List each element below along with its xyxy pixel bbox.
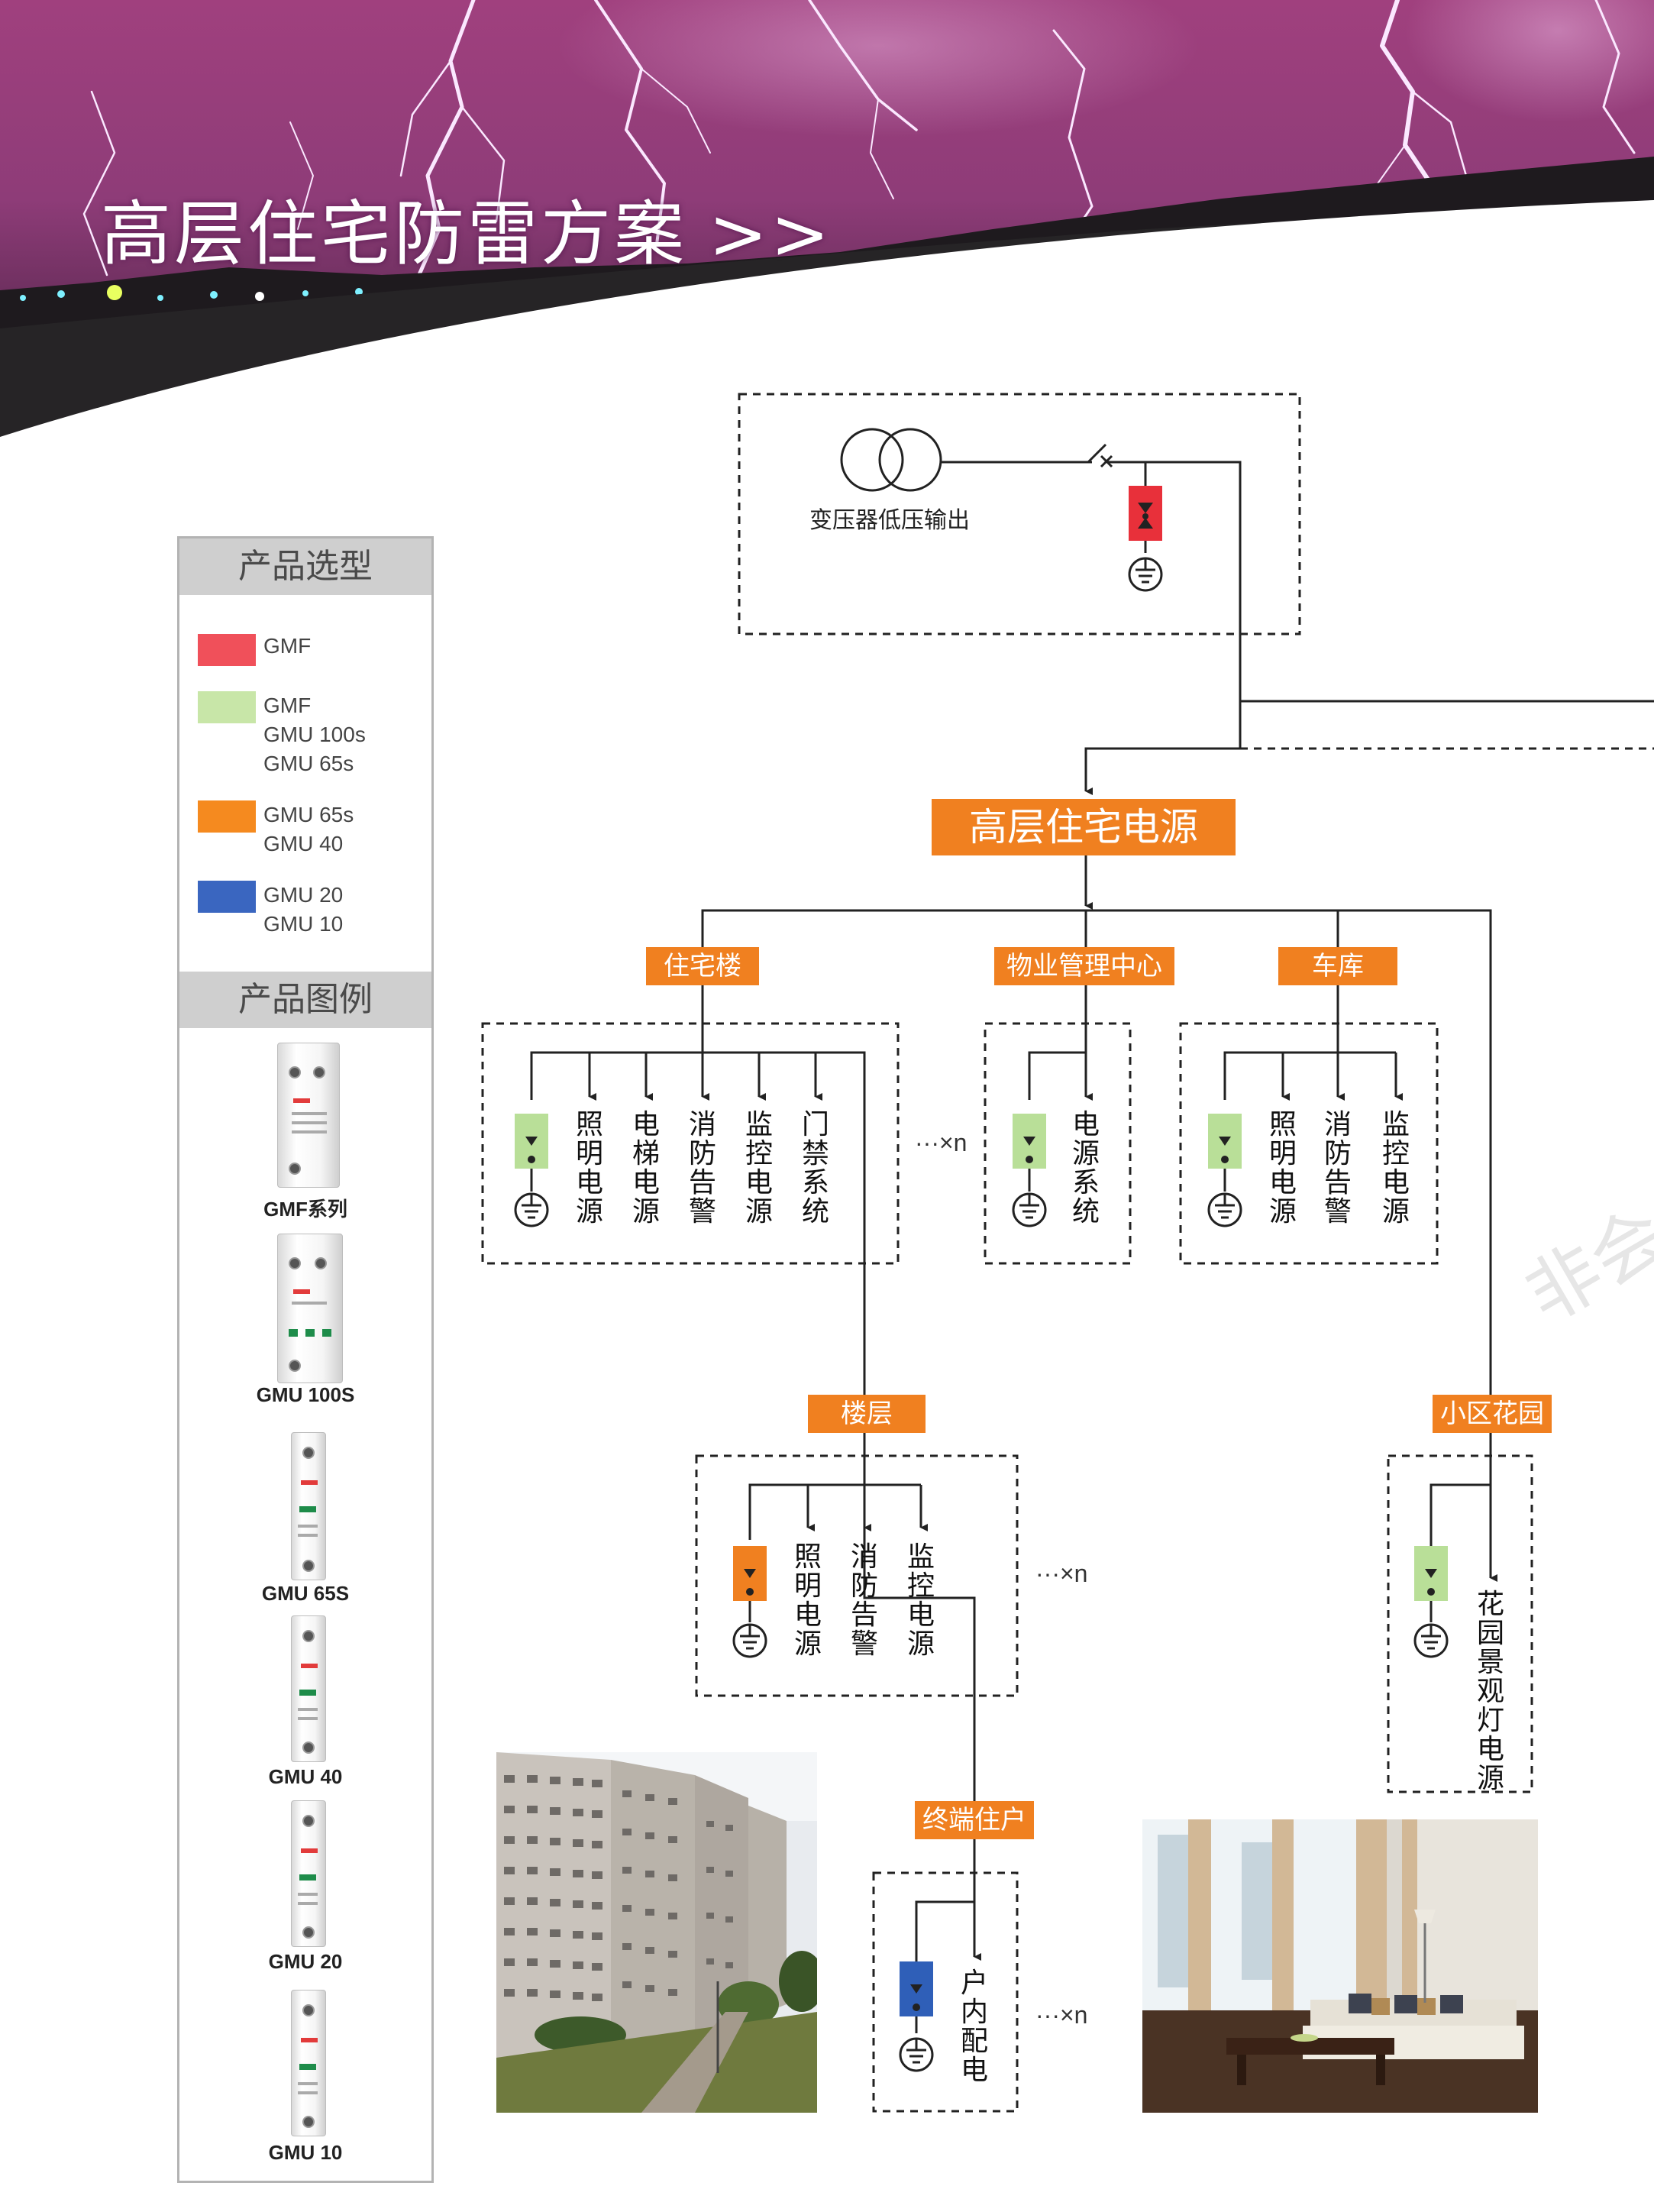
load-monitoring: 监控电源 [1381,1109,1410,1227]
living-room-photo [1142,1819,1538,2113]
gmu100s-module-image [277,1234,343,1383]
legend-line: GMU 20 [263,883,344,907]
legend-line: GMU 65s [263,803,354,826]
garden-box [1387,1454,1533,1793]
gmu65s-module-image [291,1432,326,1580]
swatch-green [198,691,256,723]
load-monitoring: 监控电源 [906,1541,935,1660]
product-label: GMU 10 [268,2141,343,2164]
load-fire-alarm: 消防告警 [1323,1109,1352,1227]
legend-blue-text: GMU 20 GMU 10 [263,881,343,939]
load-fire-alarm: 消防告警 [850,1541,878,1660]
load-power-system: 电源系统 [1071,1109,1100,1227]
gmu20-module-image [291,1800,326,1947]
load-garden-lights: 花园景观灯电源 [1476,1589,1504,1794]
residential-box [481,1022,900,1265]
swatch-blue [198,881,256,913]
property-box [984,1022,1132,1265]
load-elevator: 电梯电源 [632,1109,660,1227]
legend-orange-text: GMU 65s GMU 40 [263,800,354,859]
load-fire-alarm: 消防告警 [688,1109,716,1227]
gmu40-module-image [291,1615,326,1762]
load-monitoring: 监控电源 [745,1109,773,1227]
product-label: GMU 20 [268,1950,343,1973]
multiplier-text: ···×n [1035,1560,1088,1587]
floors-box [695,1454,1019,1697]
garage-label: 车库 [1278,947,1397,985]
products-heading: 产品图例 [179,972,431,1028]
product-label: GMU 40 [268,1765,343,1788]
selection-heading: 产品选型 [179,538,431,595]
garage-box [1179,1022,1439,1265]
page-title: 高层住宅防雷方案 >> [101,177,832,279]
transformer-box [738,393,1301,635]
legend-line: GMU 100s [263,723,366,746]
floors-label: 楼层 [808,1395,926,1433]
gmu10-module-image [291,1990,326,2136]
load-access-control: 门禁系统 [801,1109,829,1227]
gmf-module-image [277,1043,340,1188]
title-suffix: >> [709,193,833,275]
swatch-orange [198,800,256,833]
residential-building-label: 住宅楼 [646,947,759,985]
swatch-red [198,634,256,666]
multiplier-text: ···×n [915,1129,968,1156]
legend-line: GMF [263,694,312,717]
product-label: GMF系列 [263,1198,347,1221]
legend-line: GMU 65s [263,752,354,775]
main-power-label: 高层住宅电源 [932,799,1236,855]
property-center-label: 物业管理中心 [994,947,1174,985]
legend-line: GMU 10 [263,912,344,936]
end-user-label: 终端住户 [915,1801,1034,1839]
end-user-box [872,1871,1019,2113]
legend-line: GMU 40 [263,832,344,855]
load-lighting: 照明电源 [793,1541,822,1660]
lightning-banner [0,0,1654,443]
load-lighting: 照明电源 [1268,1109,1297,1227]
residential-building-photo [496,1752,817,2113]
multiplier-text: ···×n [1035,2001,1088,2029]
legend-panel: 产品选型 GMF GMF GMU 100s GMU 65s GMU 65s GM… [177,536,434,2183]
legend-line: GMF [263,634,312,658]
garden-label: 小区花园 [1433,1395,1552,1433]
product-label: GMU 65S [261,1582,350,1605]
transformer-label: 变压器低压输出 [809,507,970,534]
load-indoor-distribution: 户内配电 [960,1968,988,2086]
legend-red-text: GMF [263,632,311,661]
title-main: 高层住宅防雷方案 [101,193,688,275]
load-lighting: 照明电源 [575,1109,603,1227]
product-label: GMU 100S [256,1383,355,1406]
legend-green-text: GMF GMU 100s GMU 65s [263,691,366,778]
